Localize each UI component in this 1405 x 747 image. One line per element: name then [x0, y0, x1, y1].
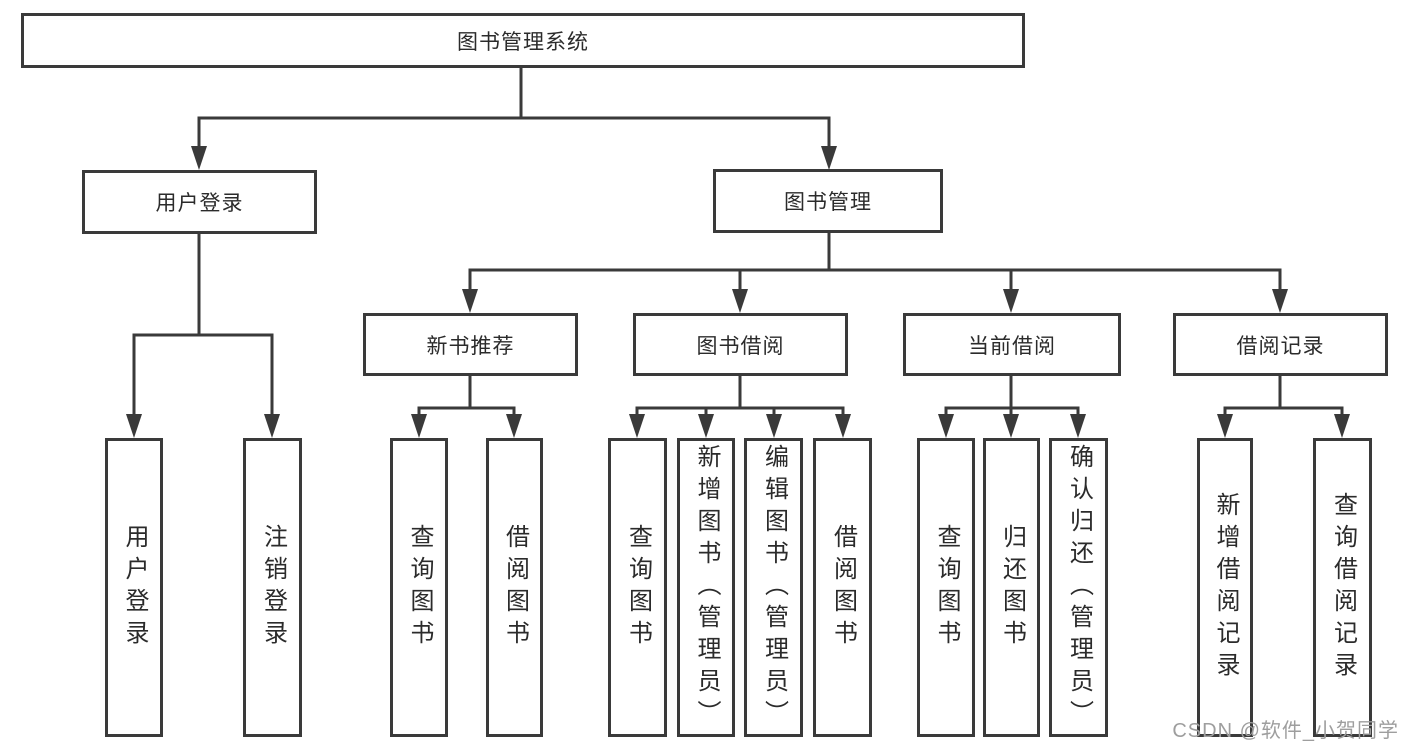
- node-label-records-add-record: 新增借阅记录: [1212, 491, 1239, 684]
- node-borrow-edit-books: 编辑图书（管理员）: [744, 438, 803, 737]
- node-user-login-leaf: 用户登录: [105, 438, 163, 737]
- node-label-user-login: 用户登录: [155, 192, 244, 215]
- arrowhead-icon: [1272, 289, 1288, 313]
- arrowhead-icon: [821, 146, 837, 170]
- node-label-records-query-record: 查询借阅记录: [1329, 491, 1357, 684]
- node-label-book-borrow: 图书借阅: [696, 334, 785, 358]
- arrowhead-icon: [506, 414, 522, 438]
- node-label-borrow-query-books: 查询图书: [624, 523, 652, 652]
- node-label-recommend-borrow-books: 借阅图书: [501, 523, 529, 652]
- arrowhead-icon: [1334, 414, 1350, 438]
- arrowhead-icon: [462, 289, 478, 313]
- node-label-book-management: 图书管理: [784, 191, 872, 214]
- arrowhead-icon: [126, 414, 142, 438]
- node-label-current-borrow: 当前借阅: [968, 334, 1056, 358]
- arrowhead-icon: [1003, 414, 1019, 438]
- node-label-user-login-leaf: 用户登录: [121, 523, 148, 652]
- node-label-current-confirm-return: 确认归还（管理员）: [1065, 443, 1093, 732]
- node-book-management: 图书管理: [713, 169, 943, 233]
- watermark: CSDN @软件_小贺同学: [1172, 720, 1399, 742]
- arrowhead-icon: [1003, 289, 1019, 313]
- node-borrow-query-books: 查询图书: [608, 438, 667, 737]
- node-borrow-add-books: 新增图书（管理员）: [677, 438, 735, 737]
- node-current-query-books: 查询图书: [917, 438, 975, 737]
- node-records-query-record: 查询借阅记录: [1313, 438, 1372, 737]
- node-label-borrow-edit-books: 编辑图书（管理员）: [760, 443, 788, 732]
- arrowhead-icon: [1217, 414, 1233, 438]
- node-label-borrow-records: 借阅记录: [1236, 334, 1325, 358]
- node-borrow-borrow-books: 借阅图书: [813, 438, 872, 737]
- node-new-book-recommend: 新书推荐: [363, 313, 578, 376]
- arrowhead-icon: [629, 414, 645, 438]
- node-recommend-query-books: 查询图书: [390, 438, 448, 737]
- node-recommend-borrow-books: 借阅图书: [486, 438, 543, 737]
- node-label-borrow-borrow-books: 借阅图书: [829, 523, 857, 652]
- node-label-current-return-books: 归还图书: [998, 523, 1026, 652]
- arrowhead-icon: [191, 146, 207, 170]
- arrowhead-icon: [698, 414, 714, 438]
- arrowhead-icon: [835, 414, 851, 438]
- arrowhead-icon: [732, 289, 748, 313]
- arrowhead-icon: [1070, 414, 1086, 438]
- node-current-confirm-return: 确认归还（管理员）: [1049, 438, 1108, 737]
- arrowhead-icon: [411, 414, 427, 438]
- arrowhead-icon: [766, 414, 782, 438]
- node-label-borrow-add-books: 新增图书（管理员）: [693, 443, 720, 732]
- arrowhead-icon: [938, 414, 954, 438]
- arrowhead-icon: [264, 414, 280, 438]
- node-logout-leaf: 注销登录: [243, 438, 302, 737]
- node-label-recommend-query-books: 查询图书: [406, 523, 433, 652]
- node-current-return-books: 归还图书: [983, 438, 1040, 737]
- node-user-login: 用户登录: [82, 170, 317, 234]
- node-current-borrow: 当前借阅: [903, 313, 1121, 376]
- node-label-root: 图书管理系统: [457, 30, 589, 54]
- node-borrow-records: 借阅记录: [1173, 313, 1388, 376]
- node-label-new-book-recommend: 新书推荐: [426, 334, 515, 358]
- node-label-logout-leaf: 注销登录: [259, 523, 287, 652]
- node-records-add-record: 新增借阅记录: [1197, 438, 1253, 737]
- node-book-borrow: 图书借阅: [633, 313, 848, 376]
- node-root: 图书管理系统: [21, 13, 1025, 68]
- node-label-current-query-books: 查询图书: [933, 523, 960, 652]
